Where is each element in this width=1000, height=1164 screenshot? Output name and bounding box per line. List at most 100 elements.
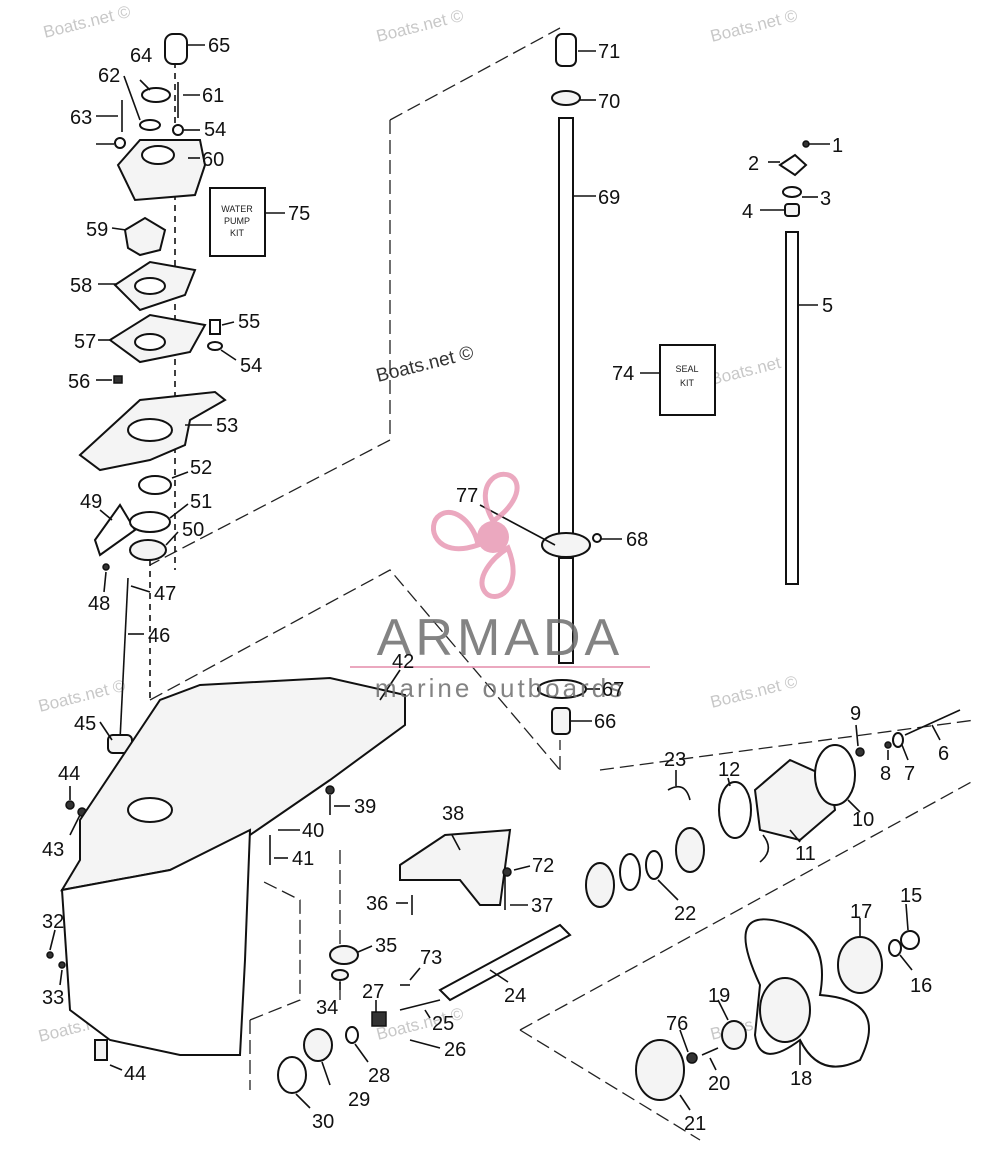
driveshaft-lower — [558, 557, 574, 664]
brand-tagline: marine outboards — [375, 673, 625, 703]
part-42-gear-housing-body — [60, 828, 252, 1056]
callout-27: 27 — [362, 981, 384, 1003]
part-33-washer — [58, 961, 66, 969]
leader-line — [424, 1009, 431, 1019]
callout-25: 25 — [432, 1013, 454, 1035]
callout-4: 4 — [742, 201, 753, 223]
part-68-pin — [592, 533, 602, 543]
callout-8: 8 — [880, 763, 891, 785]
leader-line — [69, 814, 81, 836]
callout-76: 76 — [666, 1013, 688, 1035]
callout-61: 61 — [202, 85, 224, 107]
watermark-text: Boats.net © — [36, 676, 127, 716]
part-65-sleeve — [164, 33, 188, 65]
leader-line — [847, 799, 861, 813]
part-3-bushing — [782, 186, 802, 198]
reverse-gear — [585, 862, 615, 908]
part-55-pin — [209, 319, 221, 335]
part-16-washer — [888, 939, 902, 957]
callout-60: 60 — [202, 149, 224, 171]
part-29-gear — [303, 1028, 333, 1062]
part-2-connector — [778, 153, 808, 177]
alignment-line — [519, 779, 976, 1031]
callout-19: 19 — [708, 985, 730, 1007]
callout-29: 29 — [348, 1089, 370, 1111]
part-44-screw — [94, 1039, 108, 1061]
propeller-assembly — [635, 918, 920, 1101]
kit-label-line: SEAL — [675, 364, 698, 374]
leader-line — [513, 865, 531, 871]
part-50-seal — [129, 539, 167, 561]
leader-line — [171, 471, 189, 479]
callout-33: 33 — [42, 987, 64, 1009]
part-70-seal — [551, 90, 581, 106]
leader-line — [379, 669, 401, 701]
callout-46: 46 — [148, 625, 170, 647]
logo-hub — [477, 521, 509, 553]
leader-line — [451, 834, 461, 851]
part-32-plug — [46, 951, 54, 959]
alignment-line — [249, 879, 301, 1021]
part-15-nut — [900, 930, 920, 950]
alignment-line — [599, 719, 976, 771]
alignment-line — [519, 1029, 701, 1141]
drive-shaft-collar — [541, 532, 591, 558]
leader-line — [931, 724, 941, 741]
part-54-washer — [207, 341, 223, 351]
part-34-nut — [331, 969, 349, 981]
part-7-washer — [892, 732, 904, 748]
callout-3: 3 — [820, 188, 831, 210]
leader-line — [679, 1029, 689, 1053]
callout-38: 38 — [442, 803, 464, 825]
part-64-grommet — [141, 87, 171, 103]
callout-59: 59 — [86, 219, 108, 241]
callout-10: 10 — [852, 809, 874, 831]
part-59-impeller — [123, 216, 167, 257]
callout-41: 41 — [292, 848, 314, 870]
watermark-text: Boats.net © — [708, 672, 799, 712]
watermark-text: Boats.net © — [374, 6, 465, 46]
alignment-line — [389, 27, 561, 121]
part-66-bearing — [551, 707, 571, 735]
gear-housing-bore — [127, 797, 173, 823]
part-25-shift-plunger — [399, 999, 441, 1011]
part-74-seal-kit — [659, 344, 716, 416]
kit-label-line: KIT — [230, 228, 245, 238]
plate-hole — [134, 277, 166, 295]
part-44-screw — [65, 800, 75, 810]
part-62-seal — [139, 119, 161, 131]
leader-line — [899, 954, 913, 971]
part-5-shift-rod — [785, 231, 799, 585]
watermark-text: Boats.net © — [41, 2, 132, 42]
callout-40: 40 — [302, 820, 324, 842]
callout-74: 74 — [612, 363, 634, 385]
leader-line — [103, 571, 107, 593]
part-8-washer — [884, 741, 892, 749]
part-46-shift-rod — [119, 577, 129, 741]
retaining-ring — [759, 834, 770, 863]
part-76-washer — [686, 1052, 698, 1064]
leader-line — [165, 531, 179, 546]
callout-47: 47 — [154, 583, 176, 605]
leader-line — [855, 724, 859, 747]
part-38-guard — [399, 828, 512, 906]
callout-23: 23 — [664, 749, 686, 771]
water-pump-assembly: WATER PUMP KIT — [78, 33, 266, 561]
callout-5: 5 — [822, 295, 833, 317]
leader-line — [295, 1093, 311, 1109]
leader-line — [727, 777, 731, 787]
part-10-o-ring — [814, 744, 856, 806]
kit-label-line: PUMP — [224, 216, 250, 226]
callout-35: 35 — [375, 935, 397, 957]
callout-45: 45 — [74, 713, 96, 735]
leader-line — [905, 903, 909, 931]
part-67-shim — [537, 679, 587, 699]
callout-68: 68 — [626, 529, 648, 551]
callout-20: 20 — [708, 1073, 730, 1095]
alignment-line — [149, 569, 561, 771]
part-40-washer — [325, 785, 335, 795]
leader-line — [109, 1064, 123, 1071]
callout-37: 37 — [531, 895, 553, 917]
callout-55: 55 — [238, 311, 260, 333]
